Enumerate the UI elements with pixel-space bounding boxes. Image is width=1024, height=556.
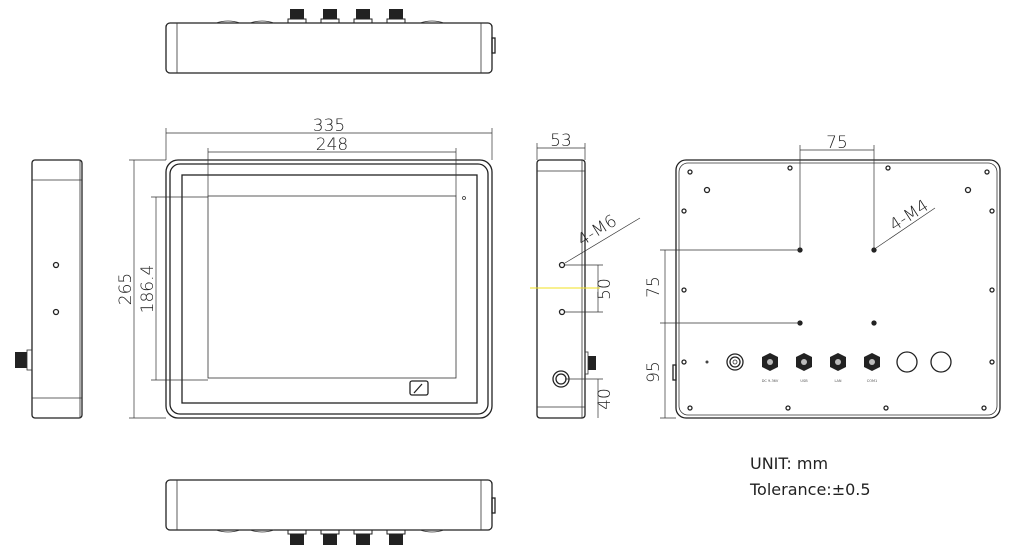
port-label-lan: LAN (834, 379, 841, 383)
rear-view: DC 9-36V USB LAN COM1 75 4-M4 75 95 (644, 133, 1001, 419)
bottom-view (165, 479, 496, 545)
label-4-m6: 4-M6 (574, 211, 621, 250)
dim-rear-bottom: 95 (644, 361, 664, 383)
dim-front-width: 335 (313, 116, 345, 136)
rear-port-connectors (762, 353, 880, 371)
port-label-usb: USB (800, 379, 808, 383)
port-label-dc: DC 9-36V (762, 379, 779, 383)
dim-rear-v-spacing: 75 (644, 276, 664, 298)
rear-screws (681, 165, 995, 411)
dim-side-connector: 40 (595, 388, 615, 410)
right-side-view: 53 4-M6 50 40 (530, 131, 641, 419)
unit-note: UNIT: mm (750, 454, 828, 473)
touch-icon (409, 380, 429, 396)
bottom-connectors (287, 529, 406, 545)
top-connectors (287, 9, 406, 24)
port-label-com1: COM1 (867, 379, 877, 383)
front-view: 335 248 265 186.4 (116, 116, 493, 419)
dim-front-height: 265 (116, 273, 136, 305)
dim-depth: 53 (550, 131, 572, 151)
dim-screen-height: 186.4 (138, 265, 158, 314)
dim-screen-width: 248 (316, 135, 348, 155)
dim-side-hole-spacing: 50 (595, 278, 615, 300)
label-4-m4: 4-M4 (886, 196, 932, 236)
power-button-icon (726, 353, 744, 371)
tolerance-note: Tolerance:±0.5 (749, 480, 871, 499)
left-side-view (15, 159, 83, 419)
dim-rear-h-spacing: 75 (826, 133, 848, 153)
top-view (165, 9, 496, 74)
